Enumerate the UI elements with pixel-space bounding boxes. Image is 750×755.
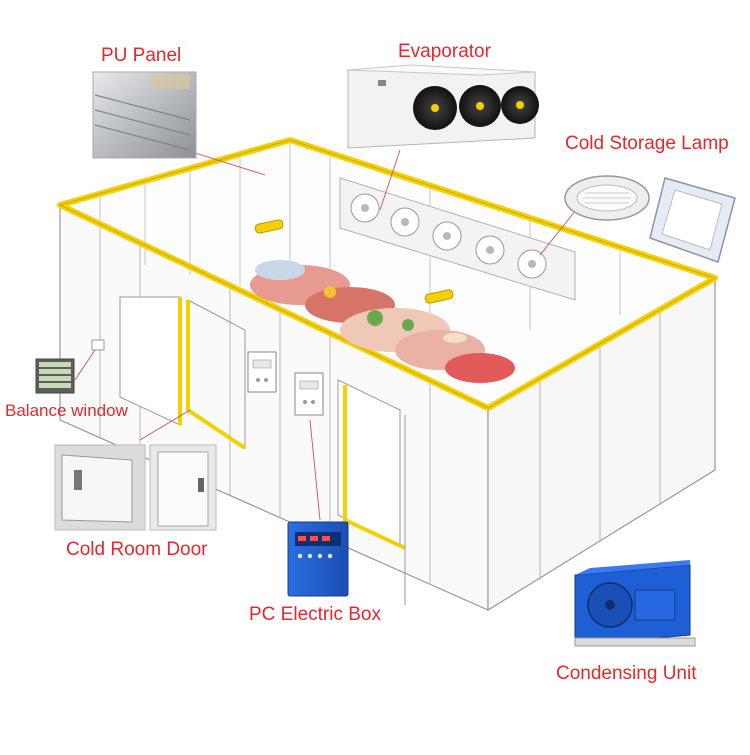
food-stock [250,260,515,383]
cold-storage-lamp-image [564,175,736,263]
balance-window-image [35,358,75,394]
cold-room-door-image [54,444,217,531]
wall-control-panels [247,351,324,416]
ceiling-lamps [254,219,454,304]
label-balance-window: Balance window [5,401,128,420]
door-right [337,379,406,605]
label-cold-room-door: Cold Room Door [66,539,208,560]
label-pc-electric-box: PC Electric Box [249,604,381,625]
label-cold-storage-lamp: Cold Storage Lamp [565,133,729,154]
evaporator-image [347,64,539,149]
label-pu-panel: PU Panel [101,45,182,66]
wall-balance-window [91,339,105,351]
door-left [119,296,247,450]
label-evaporator: Evaporator [398,41,491,62]
condensing-unit-image [574,560,696,647]
pc-electric-box-image [287,521,349,597]
pu-panel-image [92,71,197,159]
interior-evaporator [339,177,576,301]
label-condensing-unit: Condensing Unit [556,663,697,684]
